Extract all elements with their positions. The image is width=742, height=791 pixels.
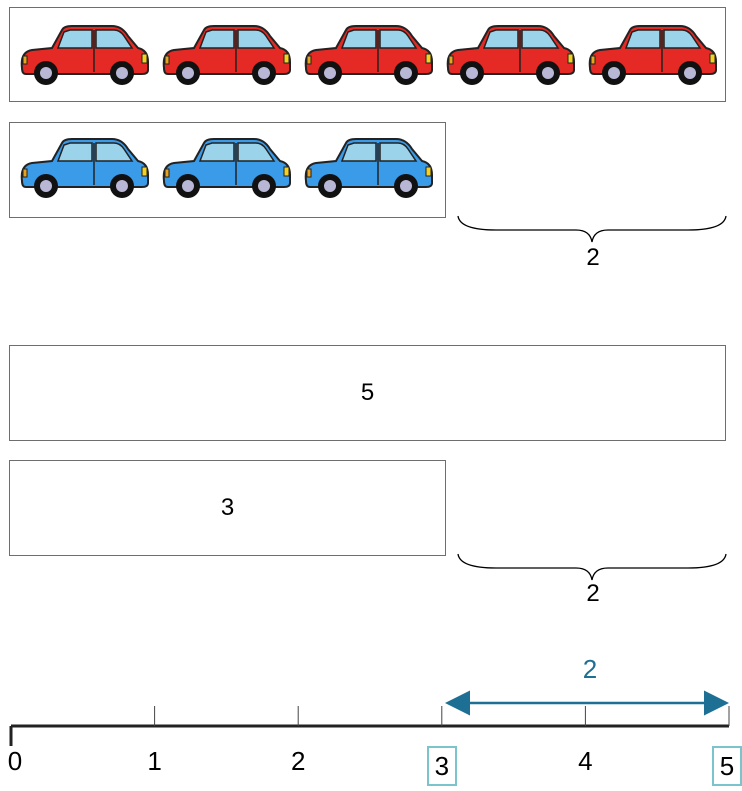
red-car-icon [446,25,575,85]
blue-cars-box [9,122,446,218]
red-car-icon [162,25,291,85]
bottom-brace-label: 2 [586,580,600,607]
tick-label: 1 [147,746,162,776]
red-car-icon [20,25,149,85]
bar-five: 5 [9,345,726,441]
bar-three: 3 [9,460,446,556]
tick-label: 0 [7,746,23,776]
bar-five-label: 5 [360,379,375,406]
tick-label: 4 [578,746,593,776]
top-brace-label: 2 [586,244,600,271]
bottom-brace [457,553,727,581]
tick-label: 5 [712,746,742,786]
bar-three-label: 3 [220,494,235,521]
red-car-icon [588,25,717,85]
blue-cars-row [18,135,444,199]
difference-label: 2 [582,654,598,684]
red-cars-row [18,22,728,86]
red-cars-box [9,7,726,102]
blue-car-icon [304,138,433,198]
top-brace [457,215,727,243]
red-car-icon [304,25,433,85]
number-line [9,690,730,746]
tick-label: 2 [290,746,306,776]
blue-car-icon [20,138,149,198]
tick-label: 3 [426,746,457,786]
blue-car-icon [162,138,291,198]
